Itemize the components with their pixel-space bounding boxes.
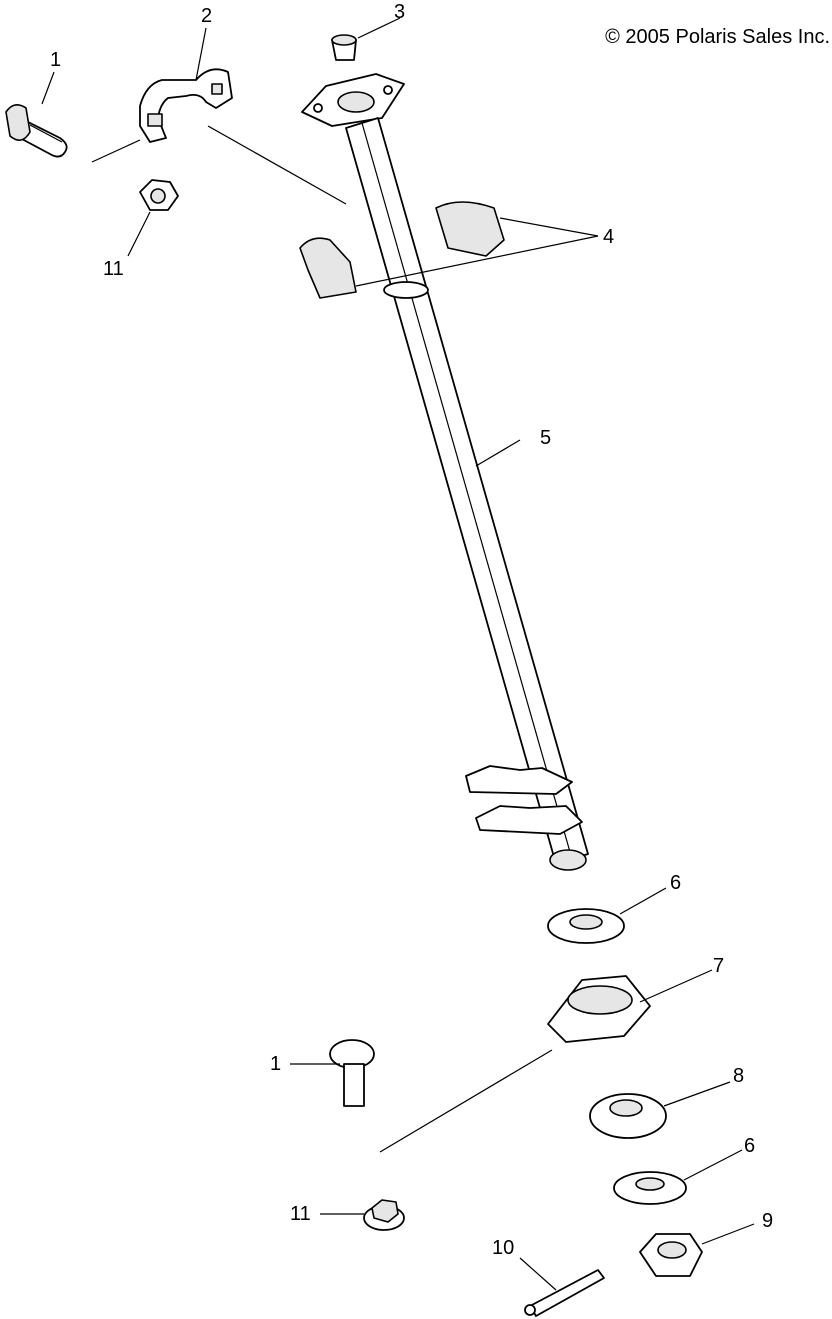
leader-5 [475,439,521,467]
shaft-collar [383,281,429,299]
bearing [589,1093,667,1139]
assembly-line-clamp-right [207,125,347,205]
leader-9 [701,1223,755,1245]
leader-8 [663,1081,731,1107]
callout-11-upper: 11 [103,258,124,280]
callout-1-lower: 1 [270,1053,281,1075]
hex-nut [639,1233,703,1277]
washer-upper [547,908,625,944]
bushing-half-right [435,201,505,257]
leader-6-lower [683,1149,743,1181]
upper-mount-flange [301,73,405,127]
washer-lower [613,1171,687,1205]
callout-10: 10 [492,1237,514,1259]
assembly-line-lower [379,1049,553,1153]
lower-mount-bracket-upper [465,765,573,795]
shaft-end [549,849,587,871]
callout-11-lower: 11 [290,1203,311,1225]
callout-9: 9 [762,1210,773,1232]
callout-6-upper: 6 [670,872,681,894]
steering-post-shaft [345,117,589,865]
leader-4-b [355,235,599,287]
callout-5: 5 [540,427,551,449]
callout-2: 2 [201,5,212,27]
callout-1-upper: 1 [50,49,61,71]
lower-mount-bracket-lower [475,805,583,835]
bushing-half-left [299,237,357,299]
flange-nut-upper [139,179,179,211]
callout-7: 7 [713,955,724,977]
carriage-bolt-upper [5,104,68,158]
leader-2 [195,27,207,81]
carriage-bolt-lower [329,1039,375,1107]
leader-10 [519,1257,557,1291]
leader-3 [357,17,401,39]
leader-11-upper [127,211,151,257]
bushing [331,34,357,61]
copyright-notice: © 2005 Polaris Sales Inc. [605,26,830,48]
leader-6-upper [619,887,667,915]
callout-6-lower: 6 [744,1135,755,1157]
callout-3: 3 [394,1,405,23]
callout-8: 8 [733,1065,744,1087]
leader-1-upper [41,71,55,105]
assembly-line-clamp-left [91,139,141,163]
clamp-bracket [139,68,233,143]
leader-7 [639,969,713,1003]
flange-nut-lower [363,1199,405,1231]
cotter-pin [524,1269,605,1317]
bearing-flange-plate [547,975,651,1043]
callout-4: 4 [603,226,614,248]
leader-4-a [499,217,599,237]
